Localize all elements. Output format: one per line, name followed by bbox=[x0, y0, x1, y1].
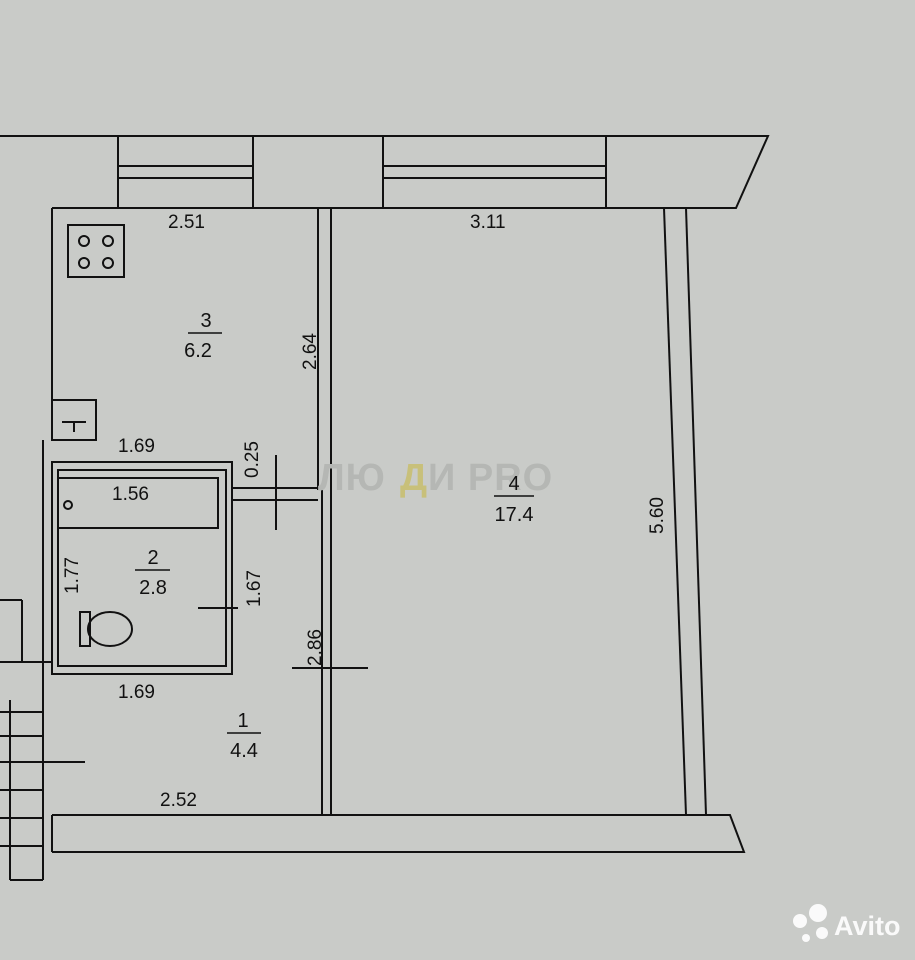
window-right bbox=[383, 165, 606, 179]
toilet-icon bbox=[79, 611, 133, 647]
room-3-label: 3 6.2 bbox=[184, 310, 222, 362]
dim-bath-bottom: 1.69 bbox=[118, 682, 155, 703]
avito-logo: Avito bbox=[793, 904, 901, 942]
watermark-text-left: ЛЮ bbox=[318, 457, 386, 499]
kitchen-room-partition bbox=[317, 208, 332, 815]
room-1-label: 1 4.4 bbox=[227, 710, 261, 762]
dim-kitchen-side: 2.64 bbox=[300, 333, 321, 370]
room-3-area: 6.2 bbox=[184, 340, 212, 362]
watermark-text-right: И PRO bbox=[428, 457, 553, 499]
room-2-area: 2.8 bbox=[139, 577, 167, 599]
dim-partition-gap: 0.25 bbox=[242, 441, 263, 478]
room-1-number: 1 bbox=[237, 710, 248, 732]
sink-icon bbox=[51, 399, 97, 441]
room-2-number: 2 bbox=[147, 547, 158, 569]
watermark-text-mid: Д bbox=[400, 457, 428, 499]
dim-room-top: 3.11 bbox=[470, 212, 506, 233]
dim-kitchen-top: 2.51 bbox=[168, 212, 205, 233]
room-2-label: 2 2.8 bbox=[135, 547, 170, 599]
room-1-area: 4.4 bbox=[230, 740, 258, 762]
top-exterior-wall bbox=[0, 135, 770, 209]
dimension-ticks bbox=[198, 455, 368, 669]
room-4-number: 4 bbox=[508, 473, 519, 495]
dim-hall-bottom: 2.52 bbox=[160, 790, 197, 811]
dim-hall-side: 2.86 bbox=[305, 629, 326, 666]
room-4-area: 17.4 bbox=[495, 504, 534, 526]
stove-icon bbox=[67, 224, 125, 278]
room-4-label: 4 17.4 bbox=[494, 473, 534, 526]
dim-bath-left: 1.77 bbox=[62, 557, 83, 594]
dim-bath-top: 1.69 bbox=[118, 436, 155, 457]
dim-bathtub: 1.56 bbox=[112, 484, 149, 505]
room-3-number: 3 bbox=[200, 310, 211, 332]
bathroom-walls bbox=[51, 461, 318, 675]
watermark: ЛЮ Д И PRO bbox=[318, 457, 553, 499]
window-left bbox=[118, 165, 253, 179]
dim-room-side: 5.60 bbox=[647, 497, 668, 534]
dim-bath-right: 1.67 bbox=[244, 570, 265, 607]
bathtub-icon bbox=[57, 477, 219, 529]
avito-logo-text: Avito bbox=[834, 911, 901, 941]
right-exterior-wall bbox=[663, 207, 707, 816]
bottom-exterior-wall bbox=[51, 814, 746, 853]
